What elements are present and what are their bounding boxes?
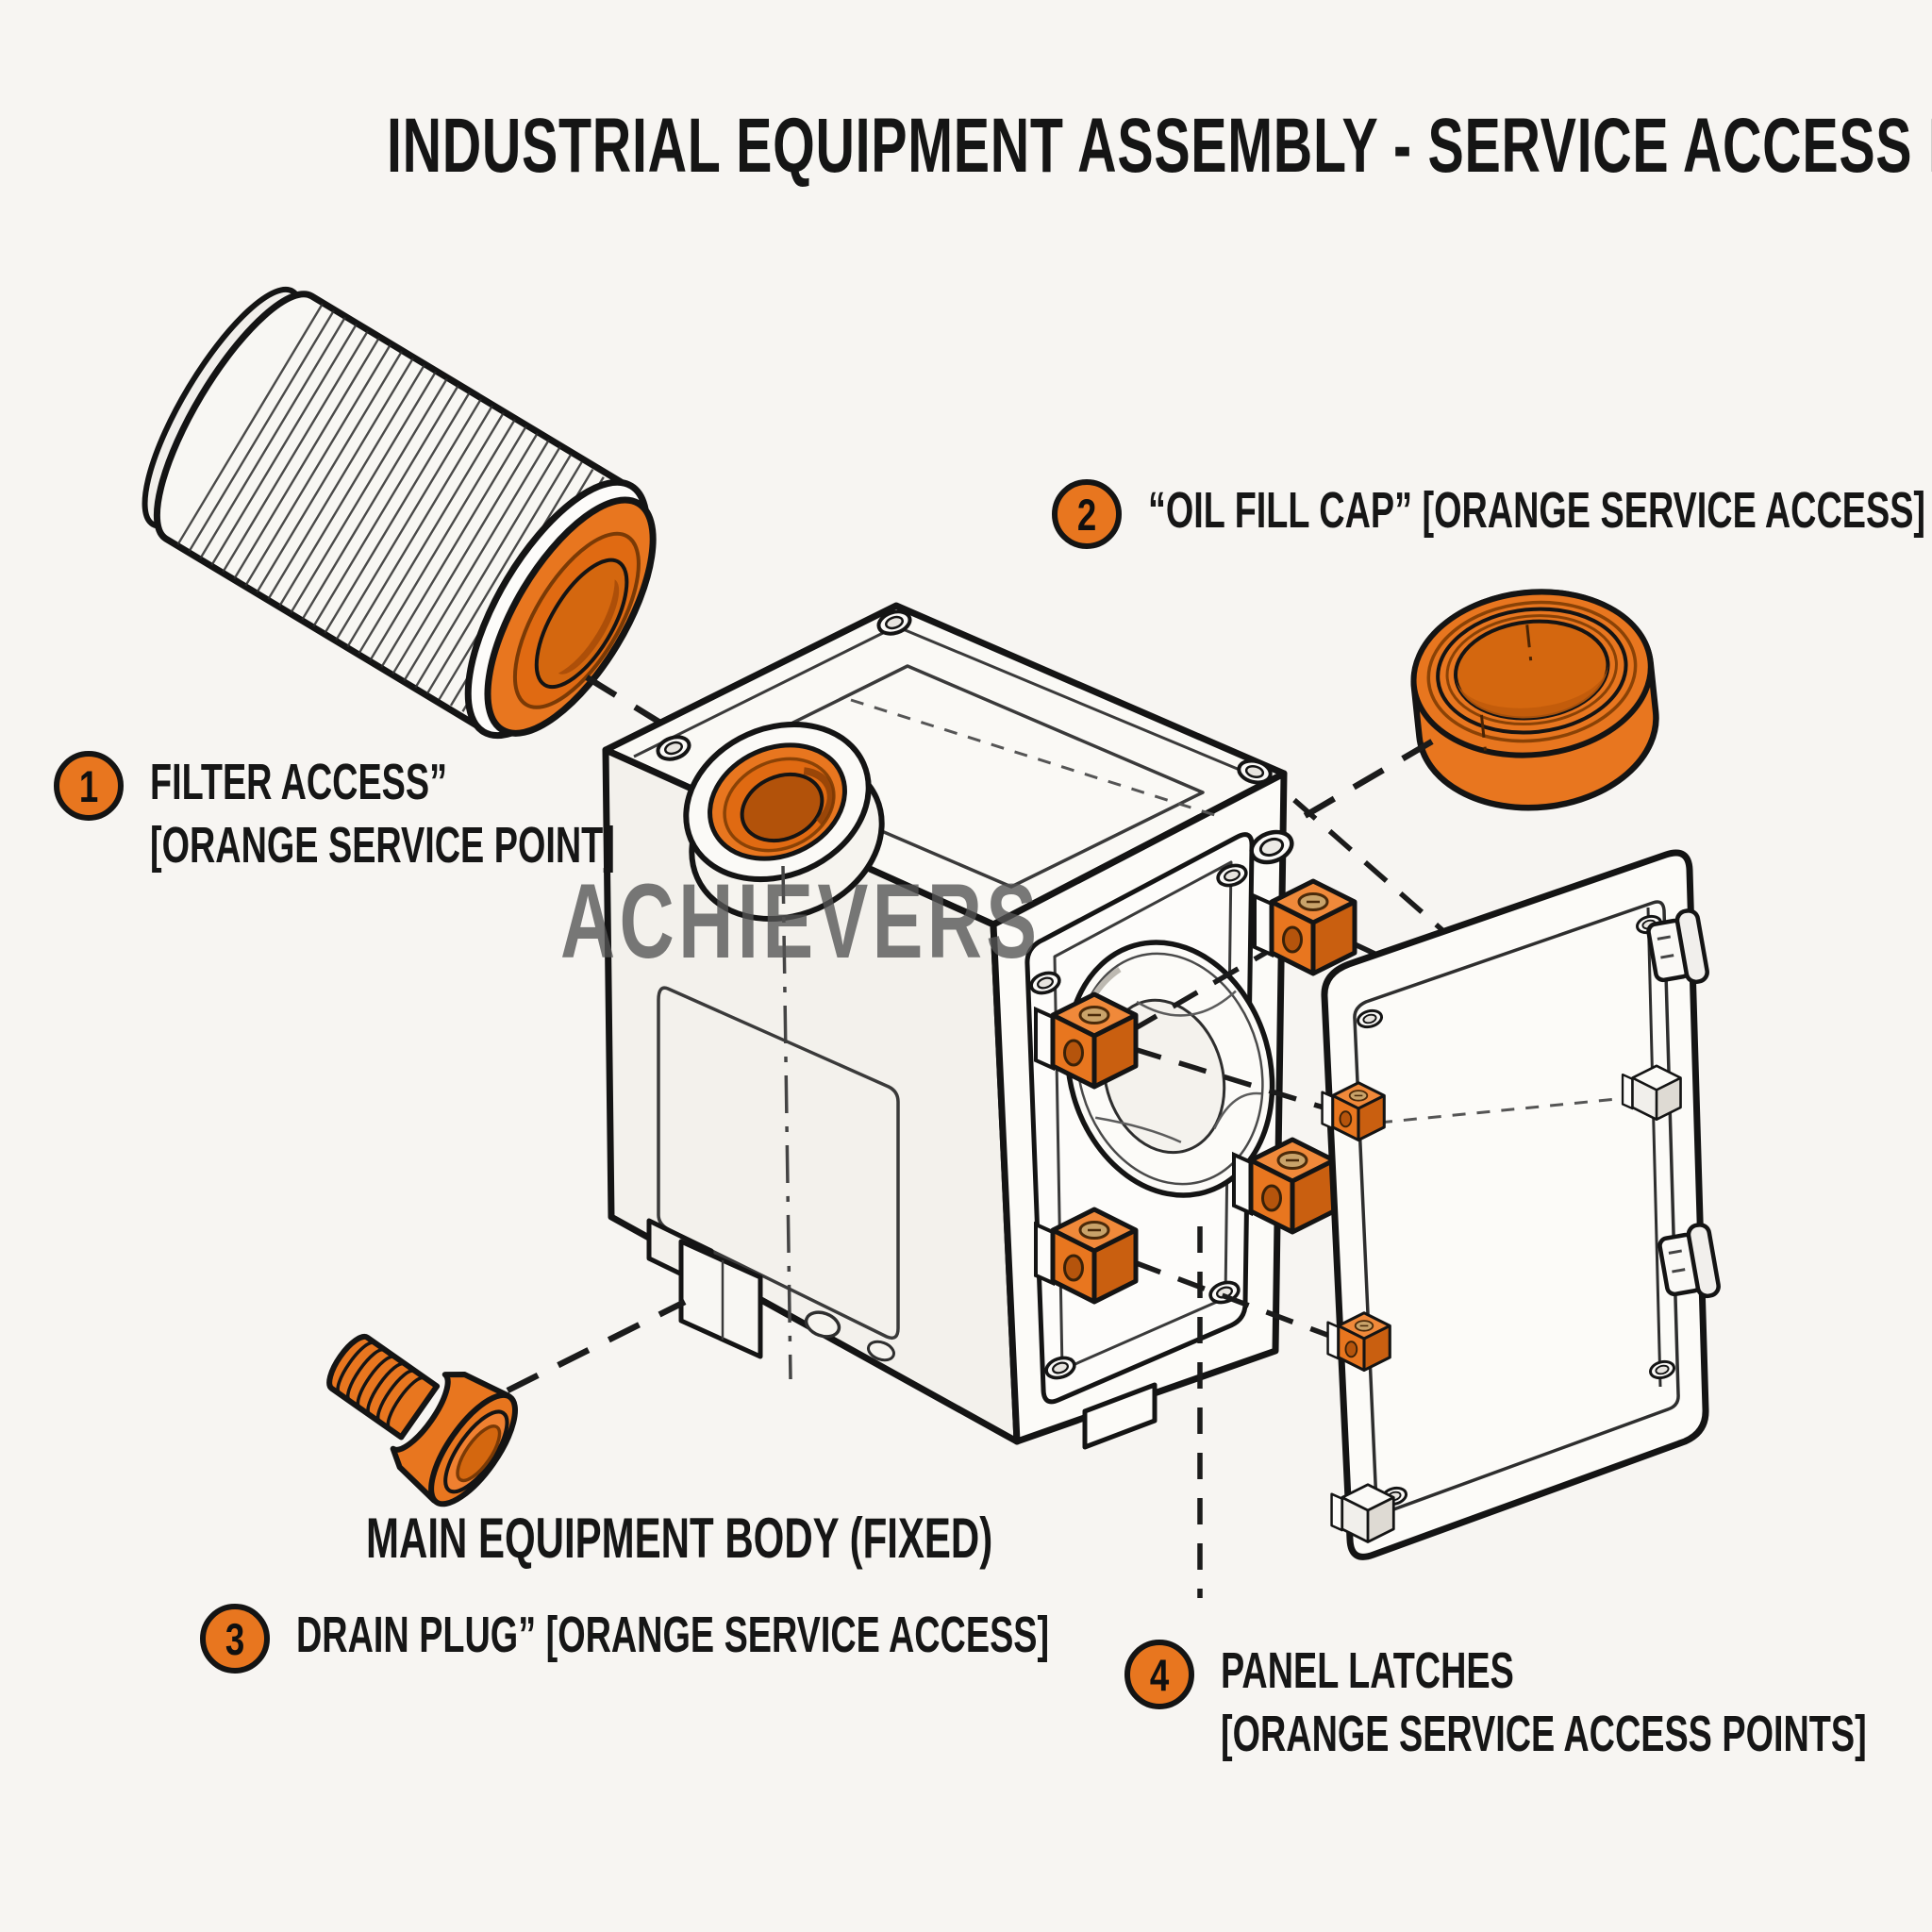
main-equipment-body — [602, 602, 1294, 1450]
main-body-label: MAIN EQUIPMENT BODY (FIXED) — [366, 1507, 993, 1570]
page-title: INDUSTRIAL EQUIPMENT ASSEMBLY - SERVICE … — [386, 103, 1932, 189]
body-door-outline — [657, 986, 900, 1341]
callout-drain-plug: 3 DRAIN PLUG” [ORANGE SERVICE ACCESS] — [200, 1604, 1372, 1674]
callout-4-badge: 4 — [1124, 1640, 1194, 1709]
drain-boss — [678, 1239, 763, 1359]
access-panel — [1321, 849, 1721, 1560]
callout-1-badge: 1 — [54, 751, 124, 821]
callout-4-text: PANEL LATCHES [ORANGE SERVICE ACCESS POI… — [1221, 1642, 1867, 1762]
callout-filter-access: 1 FILTER ACCESS” [ORANGE SERVICE POINT] — [54, 751, 814, 877]
leader-drain — [506, 1299, 687, 1393]
callout-3-badge: 3 — [200, 1604, 270, 1674]
callout-3-text: DRAIN PLUG” [ORANGE SERVICE ACCESS] — [296, 1607, 1050, 1663]
callout-panel-latches: 4 PANEL LATCHES [ORANGE SERVICE ACCESS P… — [1124, 1640, 1932, 1766]
oil-fill-cap — [1410, 589, 1659, 811]
callout-2-badge: 2 — [1052, 479, 1122, 549]
callout-oil-fill-cap: 2 “OIL FILL CAP” [ORANGE SERVICE ACCESS] — [1052, 479, 1932, 549]
filter-cartridge — [142, 286, 657, 740]
watermark: ACHIEVERS — [560, 862, 1041, 980]
drain-plug — [326, 1333, 518, 1507]
callout-2-text: “OIL FILL CAP” [ORANGE SERVICE ACCESS] — [1148, 482, 1925, 539]
filter-access-port — [683, 721, 885, 923]
callout-1-text: FILTER ACCESS” [ORANGE SERVICE POINT] — [150, 754, 615, 874]
panel-latch-white — [1330, 1483, 1395, 1543]
